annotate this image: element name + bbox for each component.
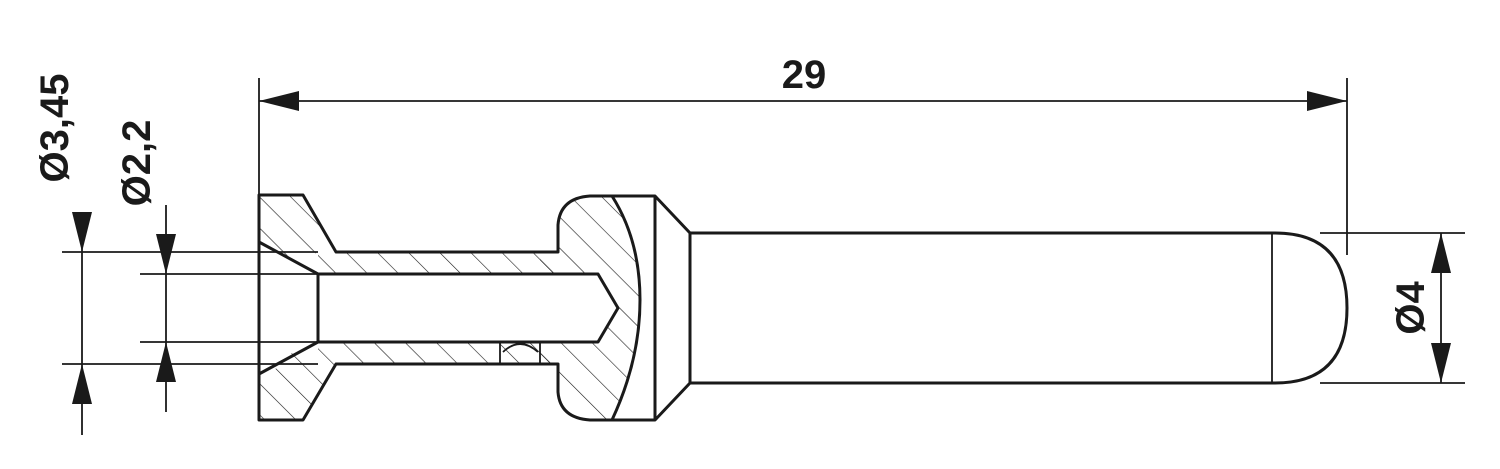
pin-diameter-label: Ø4 (1389, 281, 1433, 335)
dimension-inner-diameter: Ø2,2 (115, 120, 318, 412)
section-head (540, 196, 640, 420)
head-boundary (610, 195, 642, 421)
inspection-hole (499, 342, 541, 364)
contact-pin-body (257, 193, 1349, 422)
dimension-overall-length: 29 (258, 53, 1348, 255)
section-barrel-upper (318, 252, 558, 274)
outer-diameter-label: Ø3,45 (33, 74, 77, 183)
dimension-outer-diameter: Ø3,45 (33, 74, 318, 435)
inner-diameter-label: Ø2,2 (115, 120, 159, 207)
length-label: 29 (782, 53, 827, 97)
collar-outline (257, 193, 1349, 422)
section-collar (259, 195, 336, 262)
section-barrel-lower (318, 342, 558, 364)
dimension-pin-diameter: Ø4 (1320, 232, 1465, 384)
